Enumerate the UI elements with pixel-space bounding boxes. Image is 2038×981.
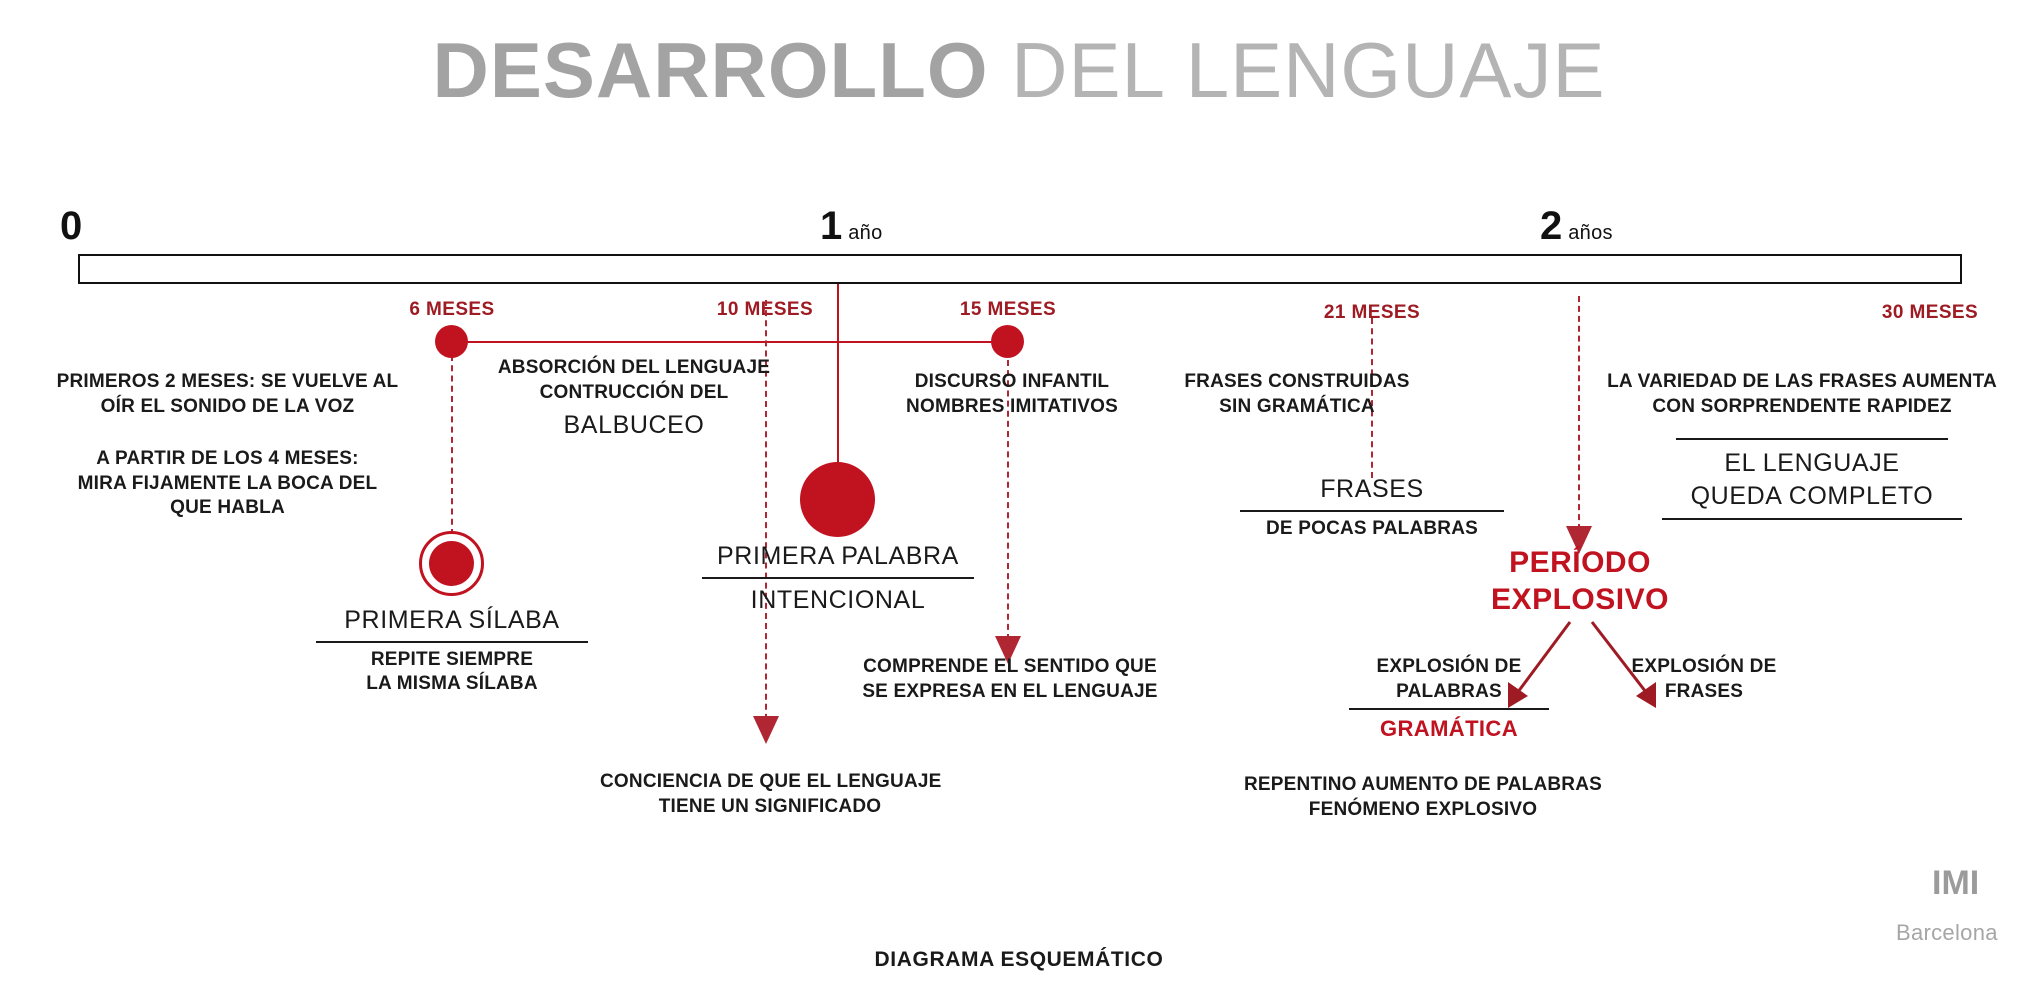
text-balbuceo-line1: ABSORCIÓN DEL LENGUAJE — [497, 357, 771, 378]
text-conciencia-line2: TIENE UN SIGNIFICADO — [658, 795, 882, 817]
branch-arrows-period-explosivo — [1508, 621, 1656, 708]
month-label-21: 21 MESES — [1323, 302, 1421, 323]
logo-imi-barcelona: IMI Barcelona — [1872, 836, 2022, 966]
rule-primera-palabra — [702, 576, 974, 579]
text-periodo-explosivo-line1: PERÍODO — [1509, 546, 1651, 579]
text-conciencia-line1: CONCIENCIA DE QUE EL LENGUAJE — [600, 771, 942, 792]
connector-dash-period — [1578, 296, 1580, 530]
milestone-dot-15mo — [991, 325, 1024, 358]
text-primeros-2-meses-line2: OÍR EL SONIDO DE LA VOZ — [100, 395, 355, 417]
text-frases: FRASES DE POCAS PALABRAS — [1236, 473, 1508, 541]
text-a-partir-4-meses-line1: A PARTIR DE LOS 4 MESES: — [96, 448, 359, 469]
year-mark-0: 0 — [60, 206, 82, 246]
footer-caption: DIAGRAMA ESQUEMÁTICO — [874, 948, 1164, 971]
logo-name: IMI — [1932, 864, 1980, 902]
timeline-axis-bar — [78, 254, 1962, 284]
year-mark-1-unit: año — [848, 222, 883, 244]
month-label-6: 6 MESES — [409, 299, 495, 320]
text-periodo-explosivo: PERÍODO EXPLOSIVO — [1440, 545, 1720, 618]
text-primeros-2-meses-line1: PRIMEROS 2 MESES: SE VUELVE AL — [56, 371, 399, 392]
text-discurso-infantil: DISCURSO INFANTIL NOMBRES IMITATIVOS — [872, 370, 1152, 419]
text-a-partir-4-meses: A PARTIR DE LOS 4 MESES: MIRA FIJAMENTE … — [50, 447, 405, 521]
text-frases-construidas: FRASES CONSTRUIDAS SIN GRAMÁTICA — [1152, 370, 1442, 419]
year-mark-1-value: 1 — [820, 204, 843, 248]
milestone-dot-primera-silaba — [419, 531, 484, 596]
text-primeros-2-meses: PRIMEROS 2 MESES: SE VUELVE AL OÍR EL SO… — [50, 370, 405, 419]
text-primera-palabra: PRIMERA PALABRA INTENCIONAL — [697, 540, 979, 616]
text-primera-silaba-line1: REPITE SIEMPRE — [370, 648, 534, 670]
page-title-strong: DESARROLLO — [432, 26, 989, 114]
rule-frases — [1240, 509, 1504, 512]
text-discurso-infantil-line2: NOMBRES IMITATIVOS — [906, 395, 1118, 417]
text-explosion-frases-line2: FRASES — [1664, 680, 1744, 702]
logo-city: Barcelona — [1896, 920, 1998, 945]
connector-spine-6-to-15 — [452, 341, 1012, 343]
page-title: DESARROLLO DEL LENGUAJE — [0, 29, 2038, 112]
rule-primera-silaba — [316, 640, 588, 643]
arrowhead-15mo-icon — [995, 636, 1021, 664]
year-mark-2-value: 2 — [1540, 204, 1563, 248]
milestone-dot-primera-silaba-core — [429, 541, 474, 586]
connector-dash-10mo — [765, 300, 767, 730]
text-primera-silaba: PRIMERA SÍLABA REPITE SIEMPRE LA MISMA S… — [311, 604, 593, 697]
text-explosion-frases-line1: EXPLOSIÓN DE — [1631, 656, 1777, 677]
text-balbuceo-line2: CONTRUCCIÓN DEL — [539, 381, 729, 403]
milestone-dot-1year-large — [800, 462, 875, 537]
text-primera-palabra-sub: INTENCIONAL — [750, 585, 926, 614]
month-label-10: 10 MESES — [716, 299, 814, 320]
text-variedad-frases-line1: LA VARIEDAD DE LAS FRASES AUMENTA — [1607, 371, 1997, 392]
connector-dash-6mo — [451, 355, 453, 535]
year-mark-0-value: 0 — [60, 204, 83, 248]
text-frases-construidas-line1: FRASES CONSTRUIDAS — [1184, 371, 1410, 392]
text-comprende: COMPRENDE EL SENTIDO QUE SE EXPRESA EN E… — [845, 655, 1175, 704]
text-repentino-aumento-line1: REPENTINO AUMENTO DE PALABRAS — [1243, 774, 1603, 795]
text-variedad-frases: LA VARIEDAD DE LAS FRASES AUMENTA CON SO… — [1592, 370, 2012, 419]
text-discurso-infantil-line1: DISCURSO INFANTIL — [914, 371, 1110, 392]
text-comprende-line2: SE EXPRESA EN EL LENGUAJE — [862, 680, 1158, 702]
text-balbuceo-heading: BALBUCEO — [563, 411, 705, 440]
connector-vertical-1year — [837, 284, 839, 500]
month-label-30: 30 MESES — [1881, 302, 1979, 323]
text-repentino-aumento-line2: FENÓMENO EXPLOSIVO — [1308, 798, 1538, 820]
page-title-light: DEL LENGUAJE — [988, 26, 1606, 114]
text-lenguaje-completo: EL LENGUAJE QUEDA COMPLETO — [1652, 438, 1972, 525]
rule-lenguaje-completo-bottom — [1662, 518, 1962, 520]
text-primera-silaba-line2: LA MISMA SÍLABA — [366, 673, 538, 695]
text-variedad-frases-line2: CON SORPRENDENTE RAPIDEZ — [1652, 395, 1952, 417]
arrowhead-10mo-icon — [753, 716, 779, 744]
text-frases-construidas-line2: SIN GRAMÁTICA — [1219, 395, 1375, 417]
text-frases-sub: DE POCAS PALABRAS — [1265, 517, 1479, 539]
connector-dash-15mo — [1007, 360, 1009, 640]
text-balbuceo: ABSORCIÓN DEL LENGUAJE CONTRUCCIÓN DEL B… — [494, 356, 774, 442]
text-conciencia: CONCIENCIA DE QUE EL LENGUAJE TIENE UN S… — [600, 770, 942, 819]
rule-explosion-palabras — [1349, 708, 1549, 711]
text-explosion-palabras: EXPLOSIÓN DE PALABRAS GRAMÁTICA — [1318, 655, 1580, 744]
arrowhead-period-icon — [1566, 526, 1592, 554]
text-comprende-line1: COMPRENDE EL SENTIDO QUE — [863, 656, 1157, 677]
milestone-dot-6mo — [435, 325, 468, 358]
text-primera-silaba-heading: PRIMERA SÍLABA — [344, 606, 560, 634]
text-primera-palabra-heading: PRIMERA PALABRA — [717, 542, 959, 570]
text-explosion-palabras-line1: EXPLOSIÓN DE — [1376, 656, 1522, 677]
connector-dash-21mo — [1371, 318, 1373, 478]
month-label-15: 15 MESES — [959, 299, 1057, 320]
text-a-partir-4-meses-line2: MIRA FIJAMENTE LA BOCA DEL — [77, 472, 378, 494]
text-explosion-palabras-sub: GRAMÁTICA — [1379, 716, 1519, 742]
text-explosion-frases: EXPLOSIÓN DE FRASES — [1585, 655, 1823, 704]
text-lenguaje-completo-line2: QUEDA COMPLETO — [1690, 481, 1934, 510]
text-periodo-explosivo-line2: EXPLOSIVO — [1491, 582, 1669, 616]
rule-lenguaje-completo-top — [1676, 438, 1948, 440]
text-lenguaje-completo-line1: EL LENGUAJE — [1724, 449, 1900, 477]
text-explosion-palabras-line2: PALABRAS — [1396, 680, 1502, 702]
text-repentino-aumento: REPENTINO AUMENTO DE PALABRAS FENÓMENO E… — [1228, 773, 1618, 822]
year-mark-2-unit: años — [1568, 222, 1613, 244]
text-frases-heading: FRASES — [1320, 475, 1424, 503]
text-a-partir-4-meses-line3: QUE HABLA — [170, 497, 285, 519]
